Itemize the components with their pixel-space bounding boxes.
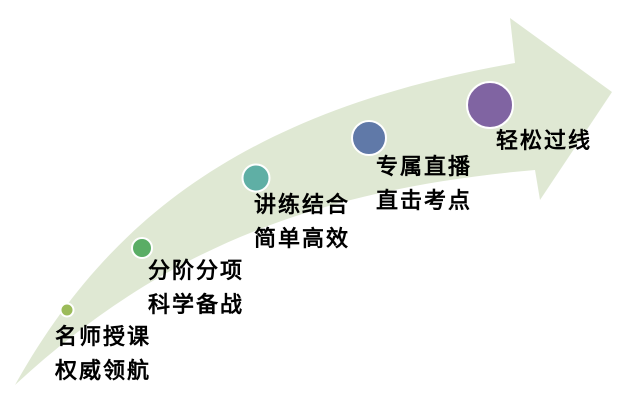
stage-dot-2 [131, 237, 153, 259]
stage-4-line1: 专属直播 [376, 154, 473, 180]
arrow-shape [15, 18, 612, 385]
stage-dot-5 [466, 81, 514, 129]
stage-1-line1: 名师授课 [55, 324, 152, 350]
stage-label-5: 轻松过线 [496, 124, 592, 158]
stage-3-line2: 简单高效 [254, 226, 351, 252]
stage-4-line2: 直击考点 [376, 188, 473, 214]
stage-3-line1: 讲练结合 [254, 192, 351, 218]
stage-2-line1: 分阶分项 [148, 258, 245, 284]
stage-label-3: 讲练结合 简单高效 [254, 188, 350, 256]
stage-dot-3 [241, 163, 271, 193]
stage-1-line2: 权威领航 [55, 358, 152, 384]
stage-label-2: 分阶分项 科学备战 [148, 254, 244, 322]
stage-dot-1 [59, 302, 75, 318]
stage-label-1: 名师授课 权威领航 [55, 320, 151, 388]
stage-dot-4 [351, 120, 387, 156]
stage-label-4: 专属直播 直击考点 [376, 150, 472, 218]
stage-5-line1: 轻松过线 [496, 128, 593, 154]
stage-2-line2: 科学备战 [148, 292, 245, 318]
